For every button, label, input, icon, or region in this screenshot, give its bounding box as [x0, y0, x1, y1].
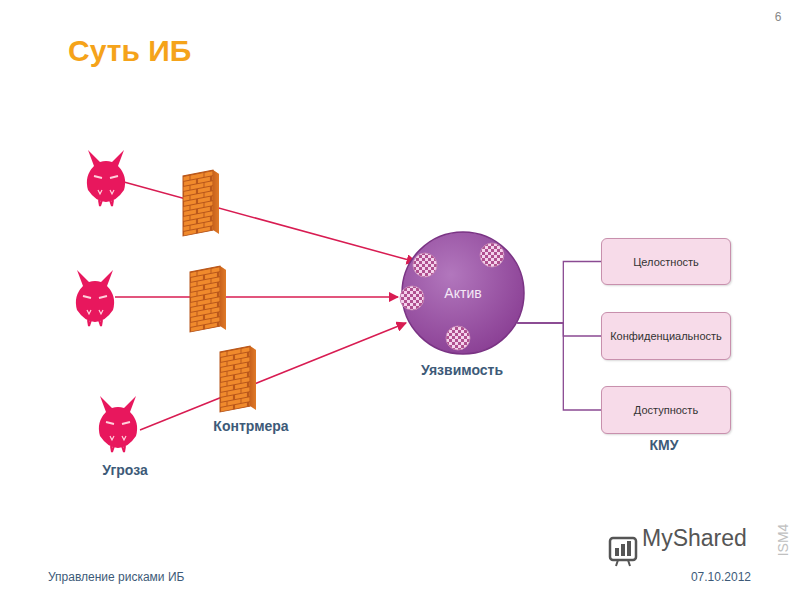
threat-icon: [99, 396, 137, 452]
threat-icon: [87, 150, 125, 206]
page-number: 6: [775, 10, 782, 24]
firewall-icon: [190, 266, 226, 332]
watermark-text: MyShared: [642, 525, 747, 552]
cia-label: КМУ: [650, 437, 679, 453]
slide-code: ISM4: [775, 524, 791, 557]
firewall-icon: [220, 346, 256, 412]
vulnerability-label: Уязвимость: [421, 362, 503, 378]
node-text: Конфиденциальность: [610, 330, 722, 342]
watermark-icon: [610, 538, 636, 566]
threat-arrows: [115, 182, 416, 430]
threat-label: Угроза: [102, 462, 148, 478]
property-box: Доступность: [601, 386, 731, 434]
property-box: Конфиденциальность: [601, 312, 731, 360]
node-text: Доступность: [634, 404, 698, 416]
bracket-connector: [517, 262, 601, 324]
slide-title: Суть ИБ: [68, 34, 191, 68]
footer-text: Управление рисками ИБ: [48, 570, 184, 584]
firewall-icon: [183, 170, 219, 236]
node-text: Целостность: [633, 256, 699, 268]
bracket-connector: [517, 323, 601, 336]
bracket-connector: [517, 323, 601, 410]
node-text: Актив: [444, 285, 481, 301]
countermeasure-label: Контрмера: [213, 418, 288, 434]
footer-date: 07.10.2012: [691, 570, 751, 584]
asset-circle: Актив: [401, 231, 525, 355]
property-box: Целостность: [601, 238, 731, 285]
threat-icon: [76, 270, 114, 326]
